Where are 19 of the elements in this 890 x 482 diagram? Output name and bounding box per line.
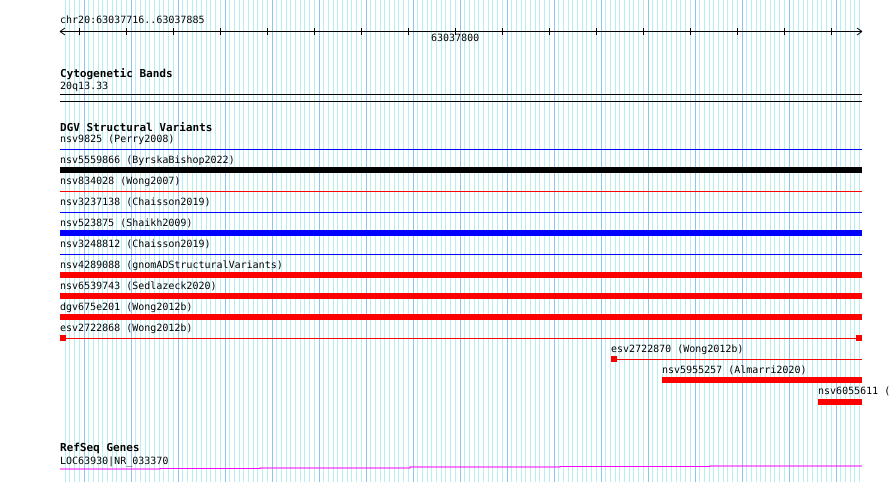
variant-label: dgv675e201 (Wong2012b) — [60, 302, 192, 314]
variant-label: nsv4289088 (gnomADStructuralVariants) — [60, 260, 283, 272]
track-title: DGV Structural Variants — [60, 122, 212, 134]
variant-label: nsv3237138 (Chaisson2019) — [60, 197, 211, 209]
variant-label: nsv5955257 (Almarri2020) — [662, 365, 806, 377]
gene-label: LOC63930|NR_033370 — [60, 456, 168, 468]
variant-label: esv2722870 (Wong2012b) — [611, 344, 744, 356]
variant-label: nsv9825 (Perry2008) — [60, 134, 174, 146]
variant-label: nsv523875 (Shaikh2009) — [60, 218, 192, 230]
variant-label: nsv834028 (Wong2007) — [60, 176, 180, 188]
variant-label: nsv5559866 (ByrskaBishop2022) — [60, 155, 235, 167]
variant-label: esv2722868 (Wong2012b) — [60, 323, 192, 335]
track-title: Cytogenetic Bands — [60, 68, 173, 80]
variant-label: nsv6539743 (Sedlazeck2020) — [60, 281, 217, 293]
tick-label: 63037800 — [431, 33, 480, 45]
band-label: 20q13.33 — [60, 81, 108, 93]
variant-label: nsv3248812 (Chaisson2019) — [60, 239, 211, 251]
ruler-label: chr20:63037716..63037885 — [60, 15, 204, 27]
variant-label: nsv6055611 ( — [818, 386, 890, 398]
